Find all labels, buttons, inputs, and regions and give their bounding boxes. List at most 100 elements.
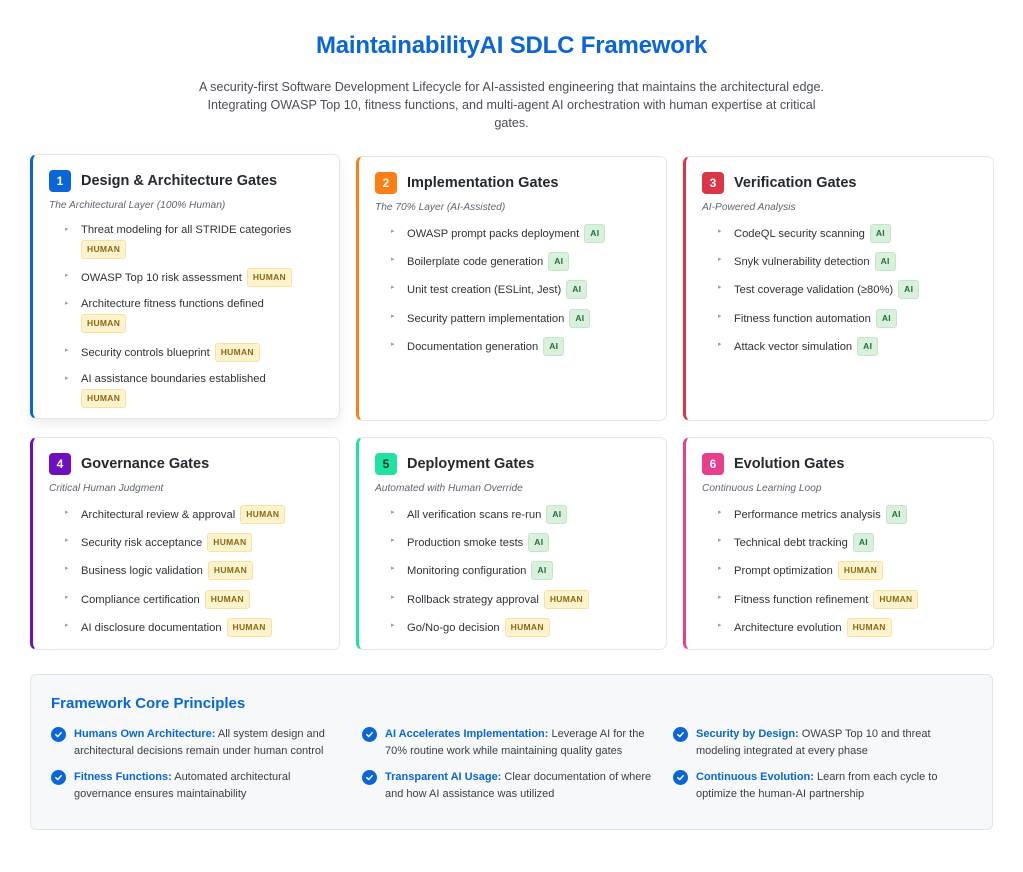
- gate-item-text: OWASP prompt packs deployment: [407, 228, 580, 240]
- gate-item-text: Unit test creation (ESLint, Jest): [407, 284, 562, 297]
- gate-subtitle: Critical Human Judgment: [49, 483, 164, 494]
- human-badge: HUMAN: [214, 342, 260, 362]
- ai-badge: AI: [898, 280, 920, 300]
- page: MaintainabilityAI SDLC Framework A secur…: [0, 0, 1023, 830]
- gate-item: Attack vector simulation AI: [718, 336, 977, 356]
- ai-badge: AI: [566, 280, 588, 300]
- principle-item: Transparent AI Usage: Clear documentatio…: [362, 769, 673, 802]
- gate-item-text: Threat modeling for all STRIDE categorie…: [81, 224, 292, 236]
- gate-header: 1 Design & Architecture Gates: [49, 170, 323, 192]
- principle-text: Fitness Functions: Automated architectur…: [74, 769, 350, 802]
- principle-text: Transparent AI Usage: Clear documentatio…: [385, 769, 661, 802]
- gate-number-badge: 4: [49, 453, 71, 475]
- principle-text: Security by Design: OWASP Top 10 and thr…: [696, 726, 972, 759]
- gate-item-text: Compliance certification: [81, 593, 200, 606]
- gate-subtitle: Automated with Human Override: [375, 483, 523, 494]
- ai-badge: AI: [584, 224, 606, 243]
- gate-item: Unit test creation (ESLint, Jest) AI: [391, 280, 650, 300]
- gate-item-text: Rollback strategy approval: [407, 593, 539, 606]
- gate-item: Monitoring configuration AI: [391, 561, 650, 581]
- gate-subtitle: The 70% Layer (AI-Assisted): [375, 202, 506, 213]
- gate-item-text: Snyk vulnerability detection: [734, 256, 870, 269]
- gate-header: 3 Verification Gates: [702, 172, 977, 194]
- ai-badge: AI: [852, 533, 874, 553]
- gate-item-text: All verification scans re-run: [407, 509, 542, 521]
- gate-items: Threat modeling for all STRIDE categorie…: [49, 222, 323, 408]
- gate-title: Design & Architecture Gates: [81, 173, 278, 189]
- principle-item: Security by Design: OWASP Top 10 and thr…: [673, 726, 984, 759]
- gate-card-design-architecture: 1 Design & Architecture Gates The Archit…: [30, 154, 340, 419]
- principle-text: Humans Own Architecture: All system desi…: [74, 726, 350, 759]
- gate-item-text: AI assistance boundaries established: [81, 372, 266, 385]
- ai-badge: AI: [869, 224, 891, 243]
- gate-header: 5 Deployment Gates: [375, 453, 650, 475]
- principle-description: OWASP Top 10 and threat modeling integra…: [696, 728, 931, 757]
- gate-item: Snyk vulnerability detection AI: [718, 252, 977, 272]
- human-badge: HUMAN: [226, 617, 272, 637]
- human-badge: HUMAN: [246, 268, 292, 288]
- gate-item-text: Production smoke tests: [407, 537, 524, 550]
- principle-item: AI Accelerates Implementation: Leverage …: [362, 726, 673, 759]
- principle-description: Clear documentation of where and how AI …: [385, 771, 652, 800]
- gate-number-badge: 6: [702, 453, 724, 475]
- check-circle-icon: [362, 770, 377, 785]
- principle-label: Fitness Functions:: [74, 771, 172, 783]
- check-circle-icon: [673, 770, 688, 785]
- gate-subtitle: AI-Powered Analysis: [702, 202, 796, 213]
- gate-item: Threat modeling for all STRIDE categorie…: [65, 222, 323, 259]
- check-circle-icon: [51, 770, 66, 785]
- gate-title: Implementation Gates: [407, 175, 559, 191]
- human-badge: HUMAN: [207, 533, 253, 553]
- principle-description: Automated architectural governance ensur…: [74, 771, 291, 800]
- gate-item-text: Go/No-go decision: [407, 621, 500, 634]
- gate-header: 2 Implementation Gates: [375, 172, 650, 194]
- gate-item-text: Boilerplate code generation: [407, 256, 544, 269]
- gate-item: Test coverage validation (≥80%) AI: [718, 280, 977, 300]
- gate-title: Evolution Gates: [734, 456, 845, 472]
- gate-item-text: Architecture evolution: [734, 621, 842, 634]
- principle-description: All system design and architectural deci…: [74, 728, 325, 757]
- gate-item-text: Architectural review & approval: [81, 509, 236, 521]
- check-circle-icon: [51, 727, 66, 742]
- ai-badge: AI: [531, 561, 553, 581]
- gate-item-text: Test coverage validation (≥80%): [734, 284, 894, 297]
- principle-item: Humans Own Architecture: All system desi…: [51, 726, 362, 759]
- principles-title: Framework Core Principles: [51, 695, 246, 712]
- gate-item: AI assistance boundaries establishedHUMA…: [65, 371, 323, 408]
- principle-description: Learn from each cycle to optimize the hu…: [696, 771, 938, 800]
- gate-item-text: Monitoring configuration: [407, 565, 527, 578]
- human-badge: HUMAN: [204, 589, 250, 609]
- principle-label: Continuous Evolution:: [696, 771, 814, 783]
- gate-item-text: Attack vector simulation: [734, 340, 853, 353]
- ai-badge: AI: [874, 252, 896, 272]
- principle-label: Transparent AI Usage:: [385, 771, 502, 783]
- human-badge: HUMAN: [207, 561, 254, 581]
- gate-item: Architecture fitness functions definedHU…: [65, 296, 323, 334]
- human-badge: HUMAN: [837, 561, 884, 581]
- principle-label: AI Accelerates Implementation:: [385, 728, 549, 740]
- gate-header: 4 Governance Gates: [49, 453, 323, 475]
- ai-badge: AI: [857, 336, 879, 356]
- gate-item-text: Architecture fitness functions defined: [81, 298, 264, 311]
- human-badge: HUMAN: [504, 617, 550, 637]
- gate-item-text: Fitness function refinement: [734, 593, 869, 606]
- gates-row-1: 1 Design & Architecture Gates The Archit…: [30, 154, 994, 421]
- gate-subtitle: Continuous Learning Loop: [702, 483, 822, 494]
